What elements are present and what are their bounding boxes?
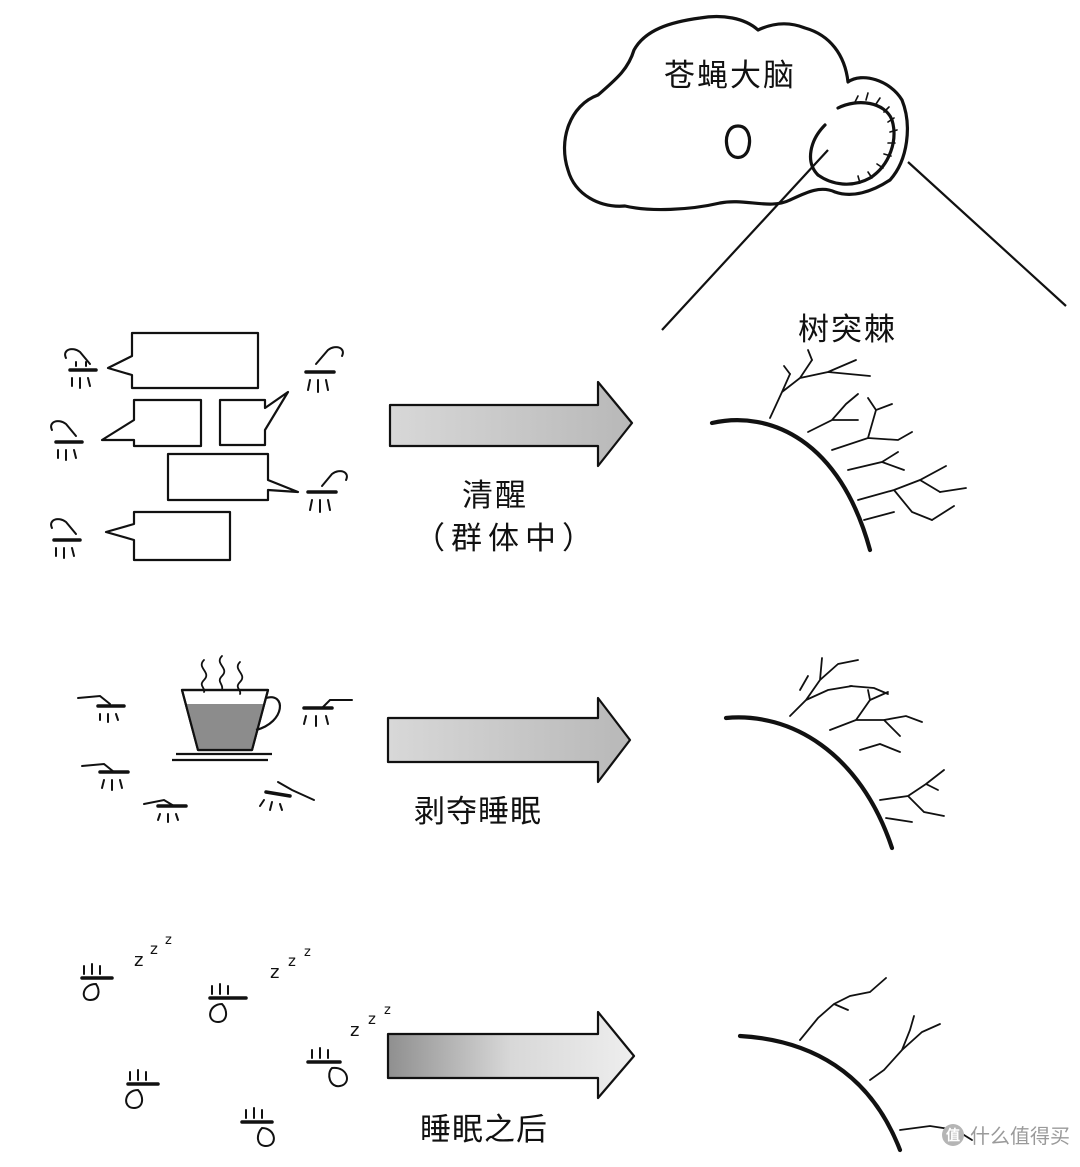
watermark-badge-icon: 值 (942, 1123, 964, 1146)
z-mark: z (134, 950, 143, 971)
deprived-fly (81, 762, 130, 791)
z-mark: z (270, 962, 279, 983)
awake-fly (50, 420, 84, 461)
arrow-deprived (386, 696, 632, 784)
arrow-after-sleep (386, 1010, 636, 1100)
sleep-z-marks: z z z z z z z z z (134, 933, 391, 1041)
brain-highlight-hatching (854, 92, 898, 184)
awake-group-label: （群体中） (414, 521, 599, 557)
sleeping-fly (306, 1047, 348, 1088)
dendrite-deprived (723, 657, 945, 851)
sleeping-fly (240, 1107, 275, 1148)
speech-bubbles (100, 331, 300, 562)
z-mark: z (165, 933, 172, 948)
z-mark: z (150, 940, 158, 958)
z-mark: z (368, 1010, 376, 1028)
awake-label: 清醒 (462, 478, 528, 514)
watermark: 值 什么值得买 (942, 1120, 1070, 1149)
sleep-deprived-label: 剥夺睡眠 (414, 794, 542, 830)
after-sleep-label: 睡眠之后 (420, 1112, 548, 1148)
sleeping-fly (80, 963, 114, 1002)
steam-icon (200, 655, 244, 695)
dendrite-label: 树突棘 (798, 312, 897, 348)
awake-fly (306, 470, 348, 513)
dendrite-after-sleep (737, 977, 973, 1153)
awake-fly (64, 348, 98, 389)
fly-brain-outline (562, 14, 909, 212)
sleeping-fly (208, 983, 248, 1024)
deprived-fly (259, 781, 315, 811)
z-mark: z (350, 1020, 359, 1041)
awake-fly (304, 346, 344, 393)
sleeping-fly (125, 1069, 160, 1110)
zoom-callout-lines (661, 149, 1067, 331)
deprived-fly (77, 694, 126, 723)
z-mark: z (304, 945, 311, 960)
z-mark: z (384, 1003, 391, 1018)
brain-label: 苍蝇大脑 (664, 58, 796, 94)
watermark-text: 什么值得买 (970, 1124, 1070, 1148)
deprived-fly (143, 798, 188, 823)
dendrite-awake (709, 349, 967, 553)
awake-fly (50, 518, 82, 559)
coffee-cup (172, 688, 281, 762)
deprived-fly (302, 699, 353, 727)
arrow-awake (388, 380, 634, 468)
z-mark: z (288, 952, 296, 970)
